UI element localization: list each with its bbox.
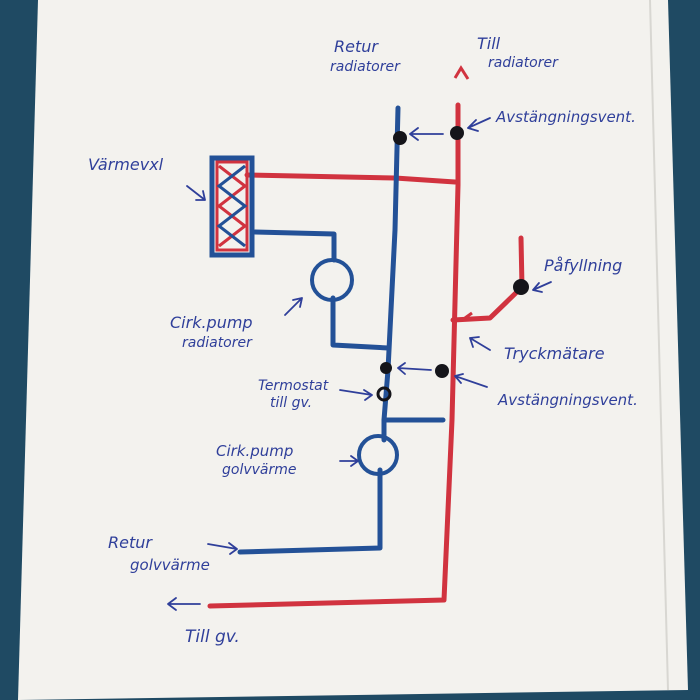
return-pump-radiator-out bbox=[330, 295, 391, 351]
supply-main-riser bbox=[207, 102, 461, 609]
arrow-valve-link-top bbox=[409, 127, 444, 141]
thermostat-node bbox=[376, 386, 392, 402]
heat-exchanger-body bbox=[209, 155, 255, 258]
arrow-till-gv bbox=[167, 597, 201, 611]
shutoff-valve-return-bottom bbox=[380, 362, 392, 374]
shutoff-valve-supply-bottom bbox=[435, 364, 449, 378]
label-termostat-2: till gv. bbox=[270, 395, 312, 411]
arrow-termostat bbox=[339, 389, 373, 401]
arrow-cirkpump-gv bbox=[339, 455, 359, 467]
heat-exchanger-zigzag bbox=[216, 164, 248, 248]
arrow-valve-link-bottom bbox=[397, 362, 432, 375]
label-avstangning-bottom: Avstängningsvent. bbox=[497, 391, 638, 409]
return-floor-heating-line bbox=[237, 467, 383, 555]
label-retur-golvvarme-2: golvvärme bbox=[130, 556, 210, 574]
label-till-radiatorer-1: Till bbox=[477, 34, 501, 53]
paper-fold bbox=[649, 0, 669, 691]
till-radiatorer-arrow bbox=[453, 65, 470, 80]
label-tryckmatare: Tryckmätare bbox=[504, 344, 605, 363]
label-termostat-1: Termostat bbox=[258, 378, 329, 394]
label-retur-golvvarme-1: Retur bbox=[108, 533, 153, 552]
label-cirkpump-gv-1: Cirk.pump bbox=[216, 442, 293, 460]
return-from-heat-exchanger bbox=[252, 229, 337, 263]
arrow-retur-golvvarme bbox=[207, 542, 238, 555]
heat-exchanger-zigzag-2 bbox=[216, 164, 248, 248]
label-cirkpump-rad-1: Cirk.pump bbox=[170, 313, 253, 332]
fill-valve-node bbox=[513, 279, 529, 295]
floor-heating-pump-icon bbox=[357, 434, 399, 476]
labels: Retur radiatorer Till radiatorer Avstäng… bbox=[88, 34, 638, 647]
pressure-gauge-tick bbox=[464, 311, 473, 320]
arrow-varmevxl bbox=[186, 185, 206, 201]
label-avstangning-top: Avstängningsvent. bbox=[495, 108, 636, 126]
label-till-gv: Till gv. bbox=[185, 627, 240, 647]
arrow-avstangning-bottom bbox=[454, 373, 488, 388]
label-cirkpump-rad-2: radiatorer bbox=[182, 335, 253, 351]
label-till-radiatorer-2: radiatorer bbox=[488, 55, 559, 71]
arrow-avstangning-top bbox=[467, 117, 491, 132]
paper-sheet bbox=[18, 0, 688, 700]
heat-exchanger bbox=[209, 155, 255, 258]
supply-to-fill-valve bbox=[450, 235, 525, 323]
arrow-tryckmatare bbox=[469, 336, 491, 351]
arrow-pafyllning bbox=[532, 281, 552, 293]
label-retur-radiatorer-2: radiatorer bbox=[330, 59, 401, 75]
pointer-arrows bbox=[167, 117, 552, 611]
label-pafyllning: Påfyllning bbox=[544, 256, 622, 275]
label-varmevxl: Värmevxl bbox=[88, 155, 164, 174]
radiator-pump-icon bbox=[310, 258, 354, 302]
shutoff-valve-supply-top bbox=[450, 126, 464, 140]
label-retur-radiatorer-1: Retur bbox=[334, 37, 379, 56]
label-cirkpump-gv-2: golvvärme bbox=[222, 462, 297, 478]
arrow-cirkpump-rad bbox=[284, 297, 303, 316]
shutoff-valve-return-top bbox=[393, 131, 407, 145]
